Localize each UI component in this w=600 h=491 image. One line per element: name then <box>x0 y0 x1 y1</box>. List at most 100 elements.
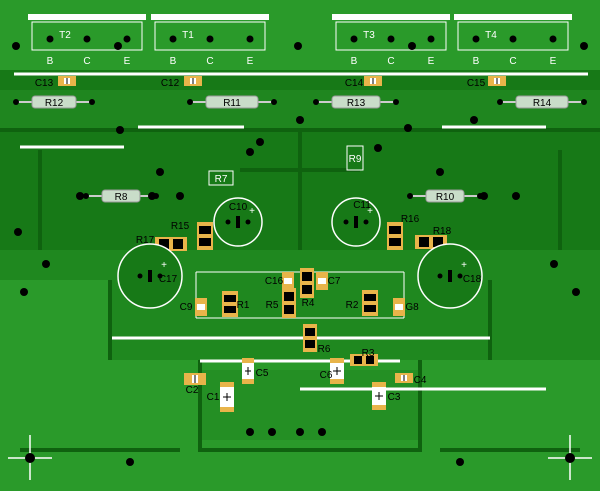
resistor-label: R5 <box>266 300 279 311</box>
resistor-r13: R13 <box>313 95 399 109</box>
capacitor-label: C7 <box>328 276 341 287</box>
resistor-label: R12 <box>45 98 64 109</box>
via-hole <box>408 42 416 50</box>
via-hole <box>246 428 254 436</box>
resistor-r3: R3 <box>350 348 378 366</box>
resistor-label: R18 <box>433 226 452 237</box>
transistor-pin-hole <box>350 35 358 43</box>
via-hole <box>14 228 22 236</box>
capacitor-c9: C9 <box>180 298 207 316</box>
transistor-t4: T4B C E <box>454 14 572 67</box>
capacitor-c14: C14 <box>345 76 382 89</box>
via-hole <box>126 458 134 466</box>
transistor-pin-label: B <box>473 56 480 67</box>
capacitor-label: C1 <box>207 392 220 403</box>
transistor-pin-hole <box>169 35 177 43</box>
capacitor-c4: C4 <box>395 373 427 386</box>
resistor-label: R1 <box>237 300 250 311</box>
via-hole <box>20 288 28 296</box>
resistor-label: R10 <box>436 192 455 203</box>
transistor-pin-label: C <box>83 56 90 67</box>
via-hole <box>42 260 50 268</box>
resistor-label: R9 <box>349 154 362 165</box>
transistor-pin-hole <box>549 35 557 43</box>
capacitor-label: C18 <box>463 274 482 285</box>
resistor-label: R3 <box>362 348 375 359</box>
transistor-pin-label: C <box>509 56 516 67</box>
via-hole <box>294 42 302 50</box>
capacitor-label: C17 <box>159 274 178 285</box>
via-hole <box>76 192 84 200</box>
resistor-label: R4 <box>302 298 315 309</box>
resistor-r5: R5 <box>266 288 296 318</box>
resistor-r4: R4 <box>300 268 315 309</box>
capacitor-c11: +C11 <box>331 197 381 247</box>
via-hole <box>318 428 326 436</box>
transistor-ref-label: T2 <box>59 30 71 41</box>
capacitor-c7: C7 <box>316 272 341 290</box>
via-hole <box>512 192 520 200</box>
capacitor-label: C15 <box>467 78 486 89</box>
resistor-label: R15 <box>171 221 190 232</box>
capacitor-c17: +C17 <box>117 243 183 309</box>
resistor-label: R8 <box>115 192 128 203</box>
via-hole <box>156 168 164 176</box>
capacitor-c2: C2 <box>184 373 206 396</box>
transistor-pin-label: E <box>550 56 557 67</box>
resistor-label: R16 <box>401 214 420 225</box>
capacitor-c13: C13 <box>35 76 76 89</box>
capacitor-label: C12 <box>161 78 180 89</box>
resistor-label: R2 <box>346 300 359 311</box>
transistor-ref-label: T4 <box>485 30 497 41</box>
via-hole <box>436 168 444 176</box>
via-hole <box>148 192 156 200</box>
transistor-pin-hole <box>427 35 435 43</box>
capacitor-g8: G8 <box>393 298 419 316</box>
capacitor-label: C11 <box>353 200 371 211</box>
via-hole <box>256 138 264 146</box>
transistor-pin-hole <box>509 35 517 43</box>
resistor-label: R13 <box>347 98 366 109</box>
trace-channels <box>0 128 600 452</box>
capacitor-c15: C15 <box>467 76 506 89</box>
transistor-pin-label: E <box>247 56 254 67</box>
via-hole <box>296 116 304 124</box>
transistor-pin-hole <box>206 35 214 43</box>
capacitor-label: G8 <box>405 302 419 313</box>
capacitor-label: C5 <box>256 368 269 379</box>
transistor-pin-label: C <box>387 56 394 67</box>
capacitor-c16: C16 <box>265 272 294 290</box>
resistor-r15: R15 <box>171 221 213 250</box>
capacitor-label: C10 <box>229 202 248 213</box>
resistor-label: R11 <box>223 98 241 109</box>
capacitor-c18: +C18 <box>417 243 483 309</box>
via-holes <box>12 42 588 466</box>
via-hole <box>268 428 276 436</box>
transistor-ref-label: T1 <box>182 30 194 41</box>
transistor-pin-hole <box>83 35 91 43</box>
capacitor-c1: C1 <box>207 382 234 412</box>
transistor-t1: T1B C E <box>151 14 269 67</box>
capacitor-label: C16 <box>265 276 284 287</box>
resistor-r7: R7 <box>208 170 234 186</box>
capacitor-c10: +C10 <box>213 197 263 247</box>
resistor-r9: R9 <box>346 145 364 171</box>
transistor-pin-label: B <box>170 56 177 67</box>
transistor-pin-hole <box>46 35 54 43</box>
transistor-pin-label: C <box>206 56 213 67</box>
via-hole <box>550 260 558 268</box>
capacitor-label: C3 <box>388 392 401 403</box>
resistor-r2: R2 <box>346 290 378 316</box>
via-hole <box>12 42 20 50</box>
resistor-r6: R6 <box>303 324 331 355</box>
transistor-pin-hole <box>387 35 395 43</box>
resistor-r10: R10 <box>407 189 483 203</box>
transistor-pin-hole <box>472 35 480 43</box>
transistor-pin-label: E <box>428 56 435 67</box>
resistor-label: R6 <box>318 344 331 355</box>
